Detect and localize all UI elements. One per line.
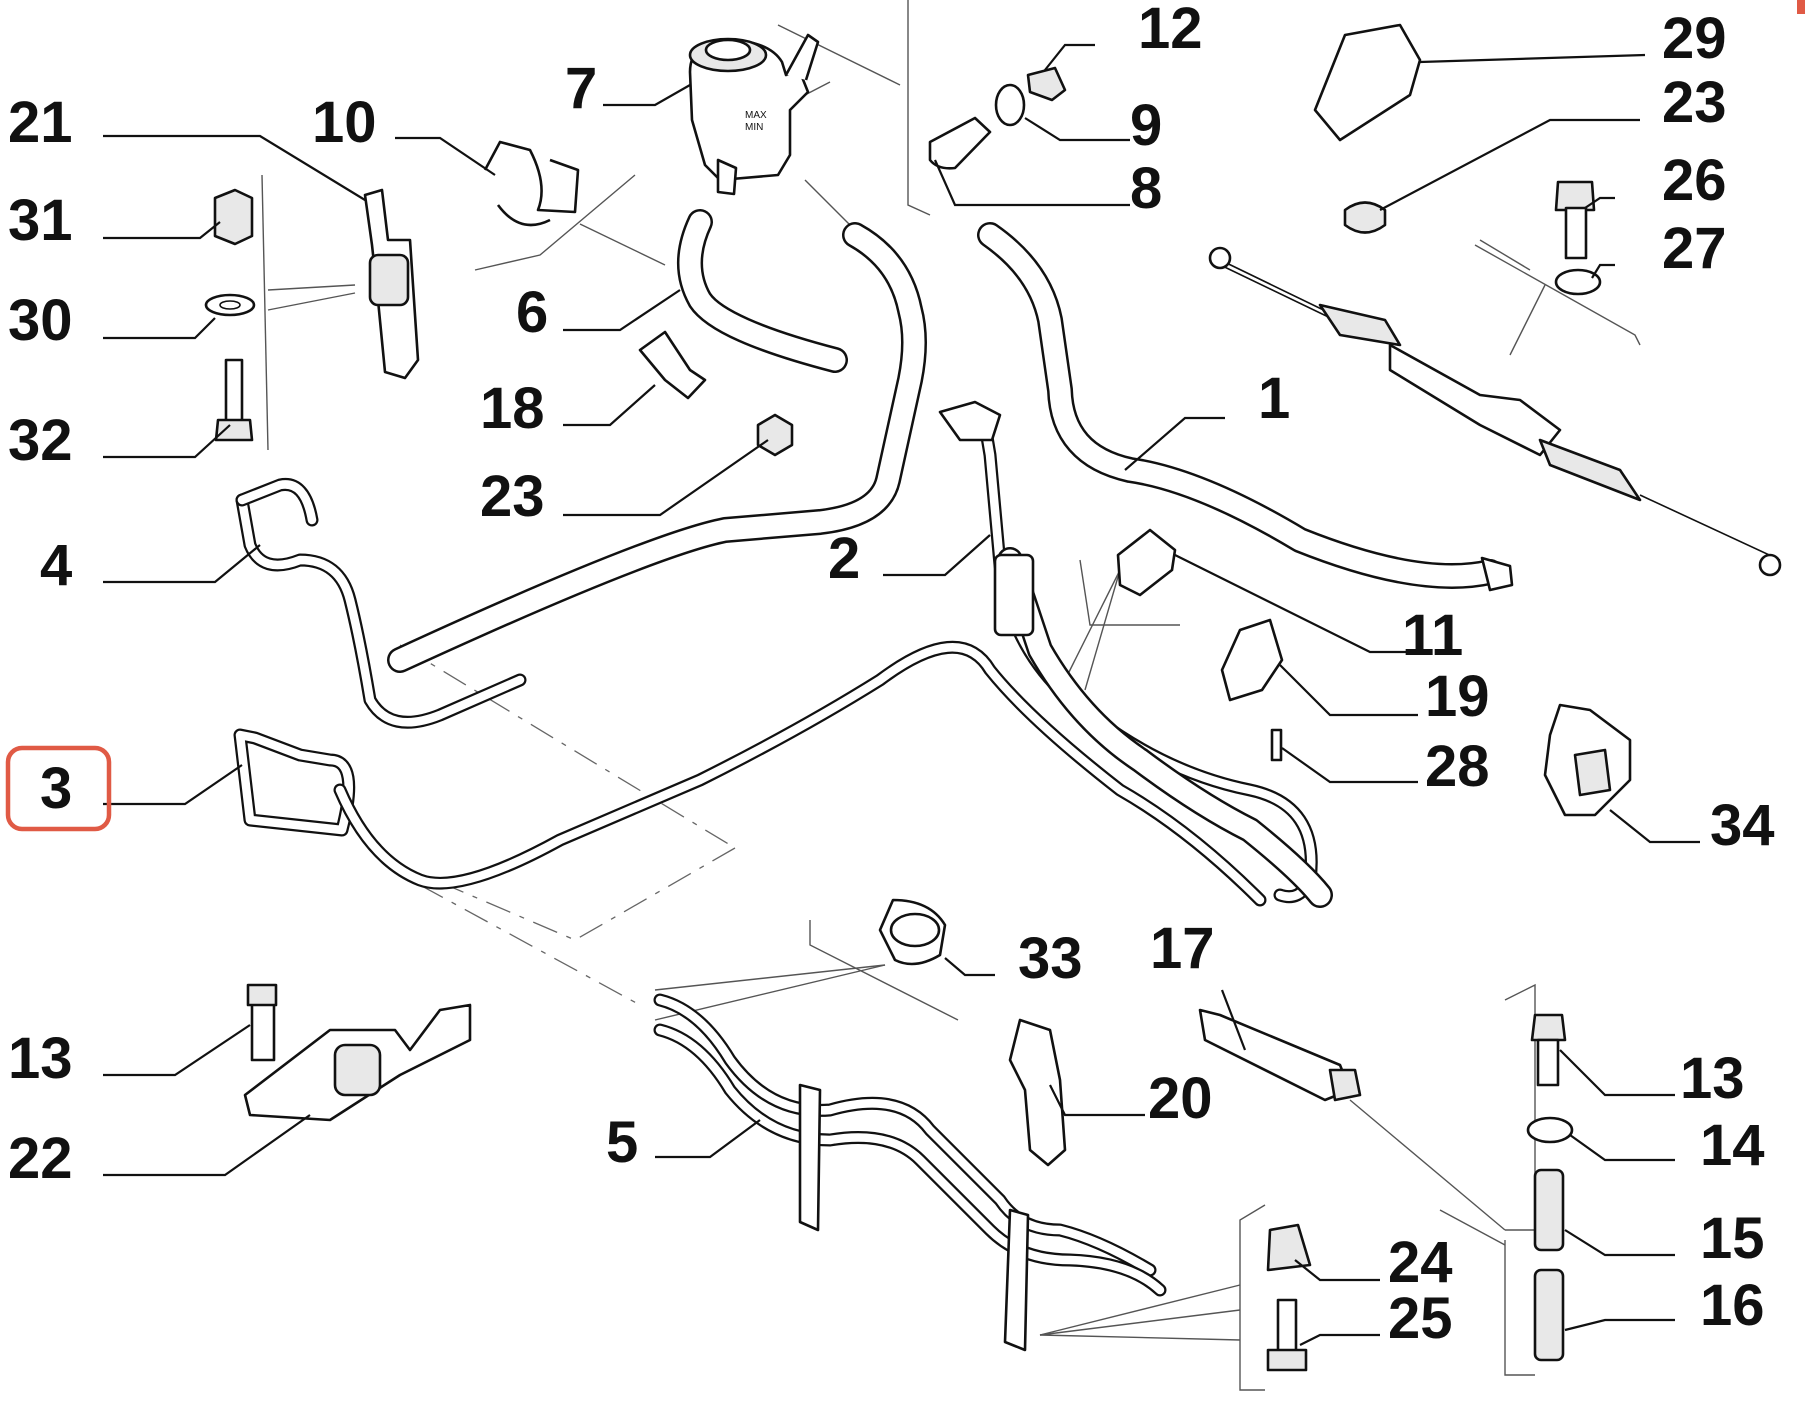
label-part-14: 14	[1700, 1113, 1765, 1178]
hose-1	[977, 222, 1514, 592]
hose-6	[677, 209, 848, 373]
reservoir-max-mark: MAX	[745, 110, 767, 121]
nut-23-left	[756, 413, 794, 457]
label-part-11: 11	[1402, 603, 1463, 668]
hose-2	[387, 222, 927, 673]
label-part-17: 17	[1150, 916, 1215, 981]
label-part-12: 12	[1138, 0, 1203, 61]
reservoir-min-mark: MIN	[745, 122, 763, 133]
label-part-6: 6	[516, 280, 548, 345]
label-part-32: 32	[8, 408, 73, 473]
clip-18	[638, 330, 707, 400]
label-part-18: 18	[480, 376, 545, 441]
label-part-2: 2	[828, 526, 860, 591]
clip-34	[1543, 703, 1632, 817]
clip-19	[1220, 618, 1284, 702]
label-part-28: 28	[1425, 734, 1490, 799]
hose-2-lower	[938, 400, 1333, 908]
highlight-box	[5, 745, 112, 832]
label-part-27: 27	[1662, 216, 1727, 281]
group-lines	[261, 0, 1641, 1391]
fasteners-left	[204, 188, 256, 442]
label-part-19: 19	[1425, 664, 1490, 729]
label-part-5: 5	[606, 1110, 638, 1175]
strap-17	[1198, 1008, 1362, 1102]
label-part-24: 24	[1388, 1230, 1453, 1295]
label-part-10: 10	[312, 90, 377, 155]
label-part-13-left: 13	[8, 1026, 73, 1091]
bracket-21	[363, 188, 420, 380]
bolt-28	[1270, 728, 1283, 762]
label-part-9: 9	[1130, 93, 1162, 158]
label-part-31: 31	[8, 188, 73, 253]
label-part-34: 34	[1710, 793, 1775, 858]
clamp-10	[483, 140, 580, 227]
label-part-1: 1	[1258, 366, 1290, 431]
label-part-33: 33	[1018, 926, 1083, 991]
steering-rack	[1208, 246, 1782, 577]
fasteners-top	[928, 66, 1067, 170]
label-part-26: 26	[1662, 148, 1727, 213]
fasteners-right-top	[1313, 23, 1602, 296]
fasteners-right-bottom	[1526, 1013, 1574, 1362]
bracket-11	[1116, 528, 1177, 597]
corner-marker	[1797, 0, 1805, 14]
label-part-8: 8	[1130, 156, 1162, 221]
band-33	[878, 898, 947, 966]
label-part-22: 22	[8, 1126, 73, 1191]
label-part-13-right: 13	[1680, 1046, 1745, 1111]
mount-22	[243, 983, 472, 1122]
label-part-23-mid: 23	[480, 464, 545, 529]
fasteners-bottom	[1266, 1223, 1312, 1372]
clip-20	[1008, 1018, 1067, 1167]
label-part-25: 25	[1388, 1286, 1453, 1351]
tube-4	[235, 477, 527, 729]
label-part-30: 30	[8, 288, 73, 353]
leader-lines	[103, 43, 1700, 1346]
reservoir: MAX MIN	[688, 33, 820, 196]
label-part-21: 21	[8, 90, 73, 155]
label-part-23-top: 23	[1662, 70, 1727, 135]
label-part-29: 29	[1662, 6, 1727, 71]
label-part-20: 20	[1148, 1066, 1213, 1131]
tube-3	[233, 640, 1267, 907]
label-part-4: 4	[40, 533, 72, 598]
tube-5	[653, 993, 1167, 1352]
assembly-lines	[399, 644, 736, 1006]
part-labels: 21 10 7 12 9 8 29 23 26 27 31 30 32 6 18…	[8, 0, 1775, 1351]
label-part-7: 7	[565, 56, 597, 121]
label-part-15: 15	[1700, 1206, 1765, 1271]
label-part-16: 16	[1700, 1273, 1765, 1338]
label-part-3: 3	[40, 756, 72, 821]
